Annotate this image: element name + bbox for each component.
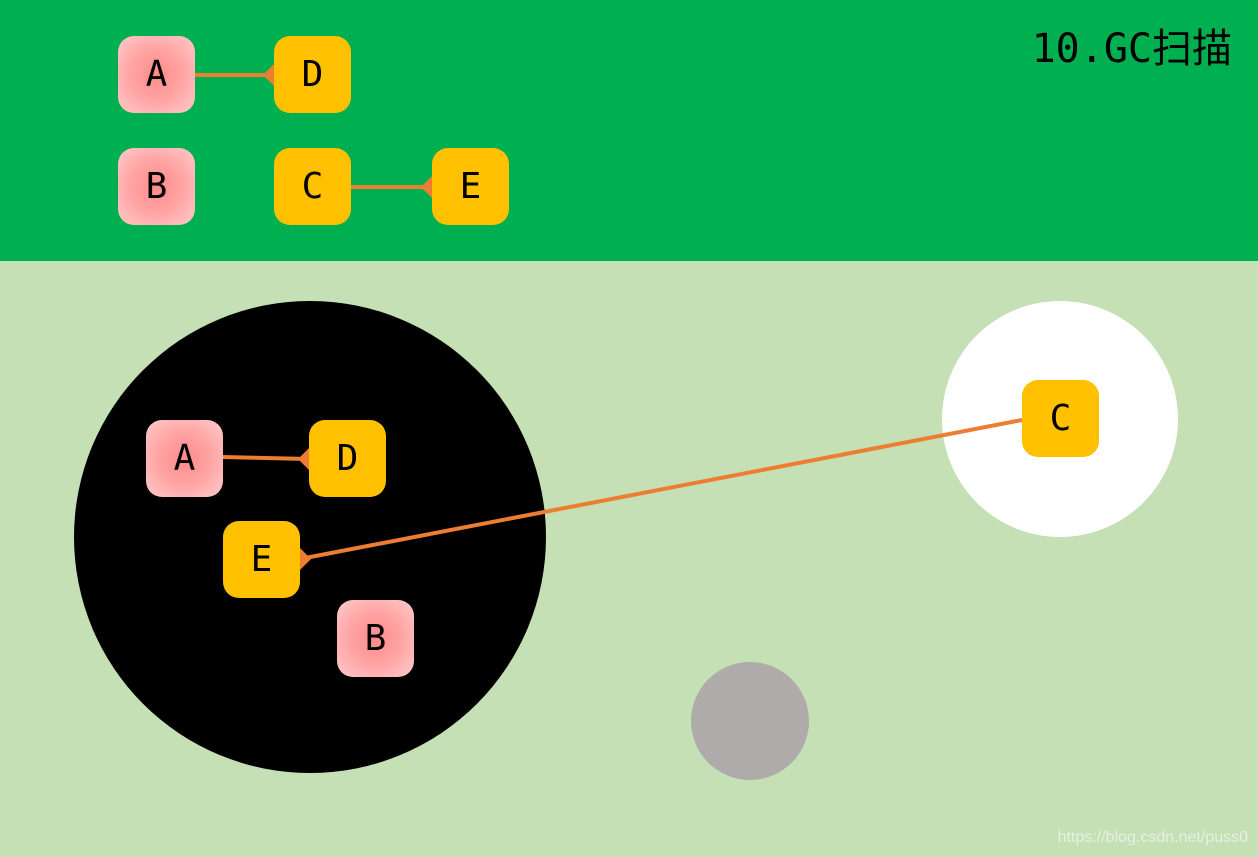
node-d-top: D	[274, 36, 351, 113]
node-b-top: B	[118, 148, 195, 225]
gray-region	[691, 662, 809, 780]
black-region	[74, 301, 546, 773]
diagram-title: 10.GC扫描	[1031, 26, 1232, 72]
node-c-bottom: C	[1022, 380, 1099, 457]
node-b-bottom: B	[337, 600, 414, 677]
node-e-top: E	[432, 148, 509, 225]
edge-a-d-bottom	[221, 455, 310, 461]
node-c-top: C	[274, 148, 351, 225]
node-a-top: A	[118, 36, 195, 113]
node-a-bottom: A	[146, 420, 223, 497]
edge-c-e-bottom	[299, 418, 1023, 561]
top-panel	[0, 0, 1258, 261]
watermark: https://blog.csdn.net/puss0	[1057, 829, 1248, 846]
node-d-bottom: D	[309, 420, 386, 497]
node-e-bottom: E	[223, 521, 300, 598]
